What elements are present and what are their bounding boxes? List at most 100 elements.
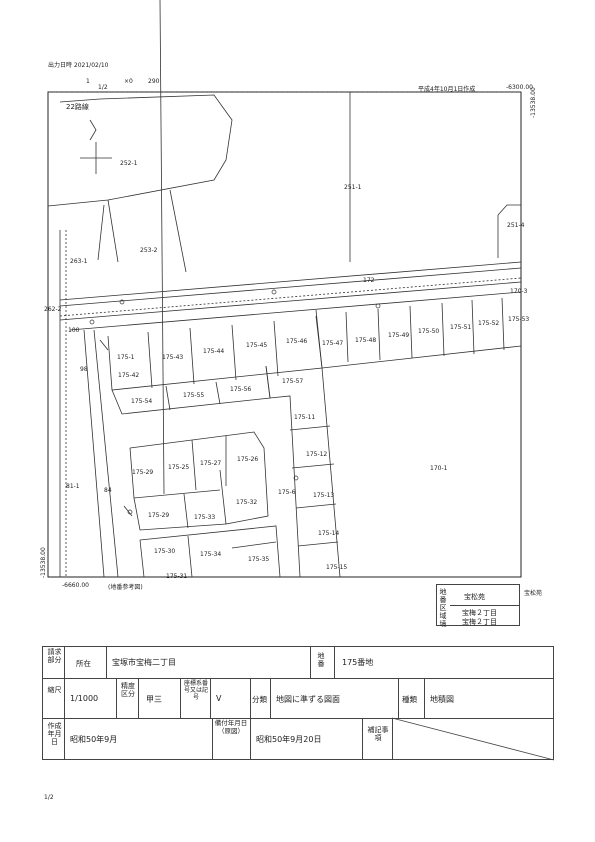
parcel-label: 175-43 — [162, 354, 184, 361]
form-table — [42, 646, 554, 760]
bottom-note: (地番参考図) — [108, 584, 143, 591]
r3-div-b — [212, 718, 213, 760]
parcel-label: 175-53 — [508, 316, 530, 323]
scale-mark-2: 1/2 — [98, 84, 108, 91]
legend-side-label: 地番区域境 — [439, 588, 447, 628]
scale-mark-1: 1 — [86, 78, 90, 85]
label-zahyo: 座標系番号又は記号 — [184, 680, 209, 701]
sakusei-value: 昭和50年9月 — [70, 735, 118, 744]
form-row-divider-2 — [42, 718, 554, 719]
label-shubetsu: 種類 — [402, 695, 417, 704]
parcel-label: 175-55 — [183, 392, 205, 399]
parcel-label: 175-33 — [194, 514, 216, 521]
legend-bottom-text: 宝梅２丁目 — [462, 618, 497, 626]
label-bitsuke: 備付年月日（原図） — [214, 719, 248, 735]
r2-div-d — [180, 678, 181, 718]
parcel-label: 170-1 — [430, 465, 448, 472]
label-seido: 精度区分 — [121, 682, 135, 698]
r1-div-b — [106, 646, 107, 678]
r1-div-d — [334, 646, 335, 678]
parcel-label: 175-12 — [306, 451, 328, 458]
parcel-label: 175-54 — [131, 398, 153, 405]
label-bunrui: 分類 — [252, 695, 267, 704]
parcel-label: 172 — [363, 277, 375, 284]
parcel-label: 175-6 — [278, 489, 296, 496]
parcel-label: 252-1 — [120, 160, 138, 167]
parcel-label: 175-32 — [236, 499, 258, 506]
parcel-label: 175-49 — [388, 332, 410, 339]
label-shukushaku: 縮尺 — [47, 686, 62, 694]
bunrui-value: 地図に準ずる図面 — [276, 695, 340, 704]
r2-div-g — [270, 678, 271, 718]
parcel-label: 175-51 — [450, 324, 472, 331]
parcel-label: 175-56 — [230, 386, 252, 393]
r2-div-b — [116, 678, 117, 718]
label-chiban: 地番 — [317, 652, 325, 668]
r2-div-c — [138, 678, 139, 718]
parcel-label: 175-30 — [154, 548, 176, 555]
bitsuke-value: 昭和50年9月20日 — [256, 735, 322, 744]
r1-div-a — [64, 646, 65, 678]
r3-div-a — [64, 718, 65, 760]
r3-div-d — [362, 718, 363, 760]
parcel-label: 251-1 — [344, 184, 362, 191]
parcel-label: 175-45 — [246, 342, 268, 349]
parcel-label: 175-31 — [166, 573, 188, 580]
parcel-label: 175-29 — [148, 512, 170, 519]
scale-mark-4: 290 — [148, 78, 160, 85]
legend-top-text: 宝松苑 — [464, 593, 485, 601]
zahyo-value: Ⅴ — [216, 694, 222, 703]
parcel-label: 175-50 — [418, 328, 440, 335]
parcel-label: 98 — [80, 366, 88, 373]
print-date: 出力日時 2021/02/10 — [48, 62, 109, 69]
seido-value: 甲三 — [146, 695, 162, 704]
parcel-label: 263-1 — [70, 258, 88, 265]
bottom-left-coord: -6660.00 — [62, 582, 89, 589]
parcel-label: 262-2 — [44, 306, 62, 313]
r3-div-c — [250, 718, 251, 760]
parcel-label: 253-2 — [140, 247, 158, 254]
chiban-value: 175番地 — [342, 658, 374, 667]
parcel-label: 175-35 — [248, 556, 270, 563]
parcel-label: 175-25 — [168, 464, 190, 471]
r2-div-e — [210, 678, 211, 718]
r2-div-i — [424, 678, 425, 718]
label-hosei: 補記事項 — [367, 726, 389, 742]
parcel-label: 251-4 — [507, 222, 525, 229]
parcel-label: 175-48 — [355, 337, 377, 344]
label-shozai: 所在 — [76, 659, 91, 668]
parcel-label: 170-3 — [510, 288, 528, 295]
top-right-note: 平成4年10月1日作成 — [418, 86, 476, 93]
label-sakusei: 作成年月日 — [47, 722, 62, 746]
r2-div-f — [250, 678, 251, 718]
parcel-label: 175-11 — [294, 414, 316, 421]
parcel-label: 175-26 — [237, 456, 259, 463]
parcel-label: 175-29 — [132, 469, 154, 476]
parcel-label: 175-15 — [326, 564, 348, 571]
parcel-label: 175-52 — [478, 320, 500, 327]
parcel-label: 175-44 — [203, 348, 225, 355]
parcel-label: 175-14 — [318, 530, 340, 537]
parcel-label: 175-57 — [282, 378, 304, 385]
parcel-label: 81-1 — [66, 483, 80, 490]
legend-outside-text: 宝松苑 — [524, 590, 543, 597]
r2-div-a — [64, 678, 65, 718]
legend-mid-text: 宝梅２丁目 — [462, 609, 497, 617]
parcel-label: 175-47 — [322, 340, 344, 347]
parcel-label: 175-34 — [200, 551, 222, 558]
road-label: 22路線 — [66, 103, 89, 111]
shubetsu-value: 地積図 — [430, 695, 454, 704]
parcel-label: 175-1 — [117, 354, 135, 361]
label-seikyu-bubun: 請求部分 — [47, 648, 62, 664]
parcel-label: 84 — [104, 487, 112, 494]
scale-value: 1/1000 — [70, 694, 99, 703]
top-right-coord: -6300.00 — [506, 84, 533, 91]
location-value: 宝塚市宝梅二丁目 — [112, 658, 176, 667]
parcel-label: 175-13 — [313, 492, 335, 499]
parcel-label: 175-42 — [118, 372, 140, 379]
scale-mark-3: ×0 — [124, 78, 133, 85]
r2-div-h — [398, 678, 399, 718]
parcel-label: 175-27 — [200, 460, 222, 467]
parcel-label: 100 — [68, 327, 80, 334]
